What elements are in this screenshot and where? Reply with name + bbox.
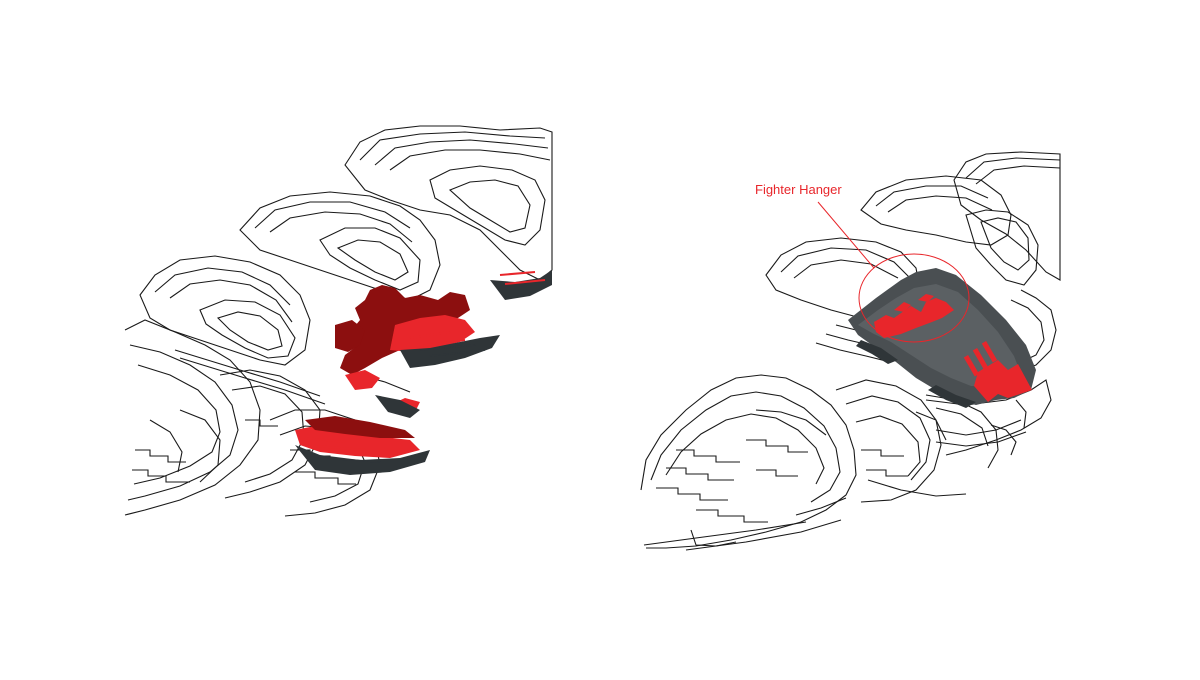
dark-fin-stripes: [324, 344, 486, 463]
right-hull-diagram: [636, 150, 1066, 560]
left-hull-diagram: [120, 120, 560, 530]
fighter-hanger-label: Fighter Hanger: [755, 182, 842, 197]
hangar-supports: [856, 340, 976, 408]
red-fin-stripes: [304, 271, 546, 451]
hull-outline-linework: [124, 125, 553, 517]
fighter-hanger-callout-marker: [817, 201, 970, 343]
callout-leader-line: [817, 201, 875, 269]
right-hull-svg: [640, 151, 1061, 551]
red-hull-sections: [295, 285, 475, 458]
callout-circle: [858, 253, 970, 343]
hangar-red-elements: [874, 294, 1032, 402]
left-hull-svg: [124, 125, 553, 517]
